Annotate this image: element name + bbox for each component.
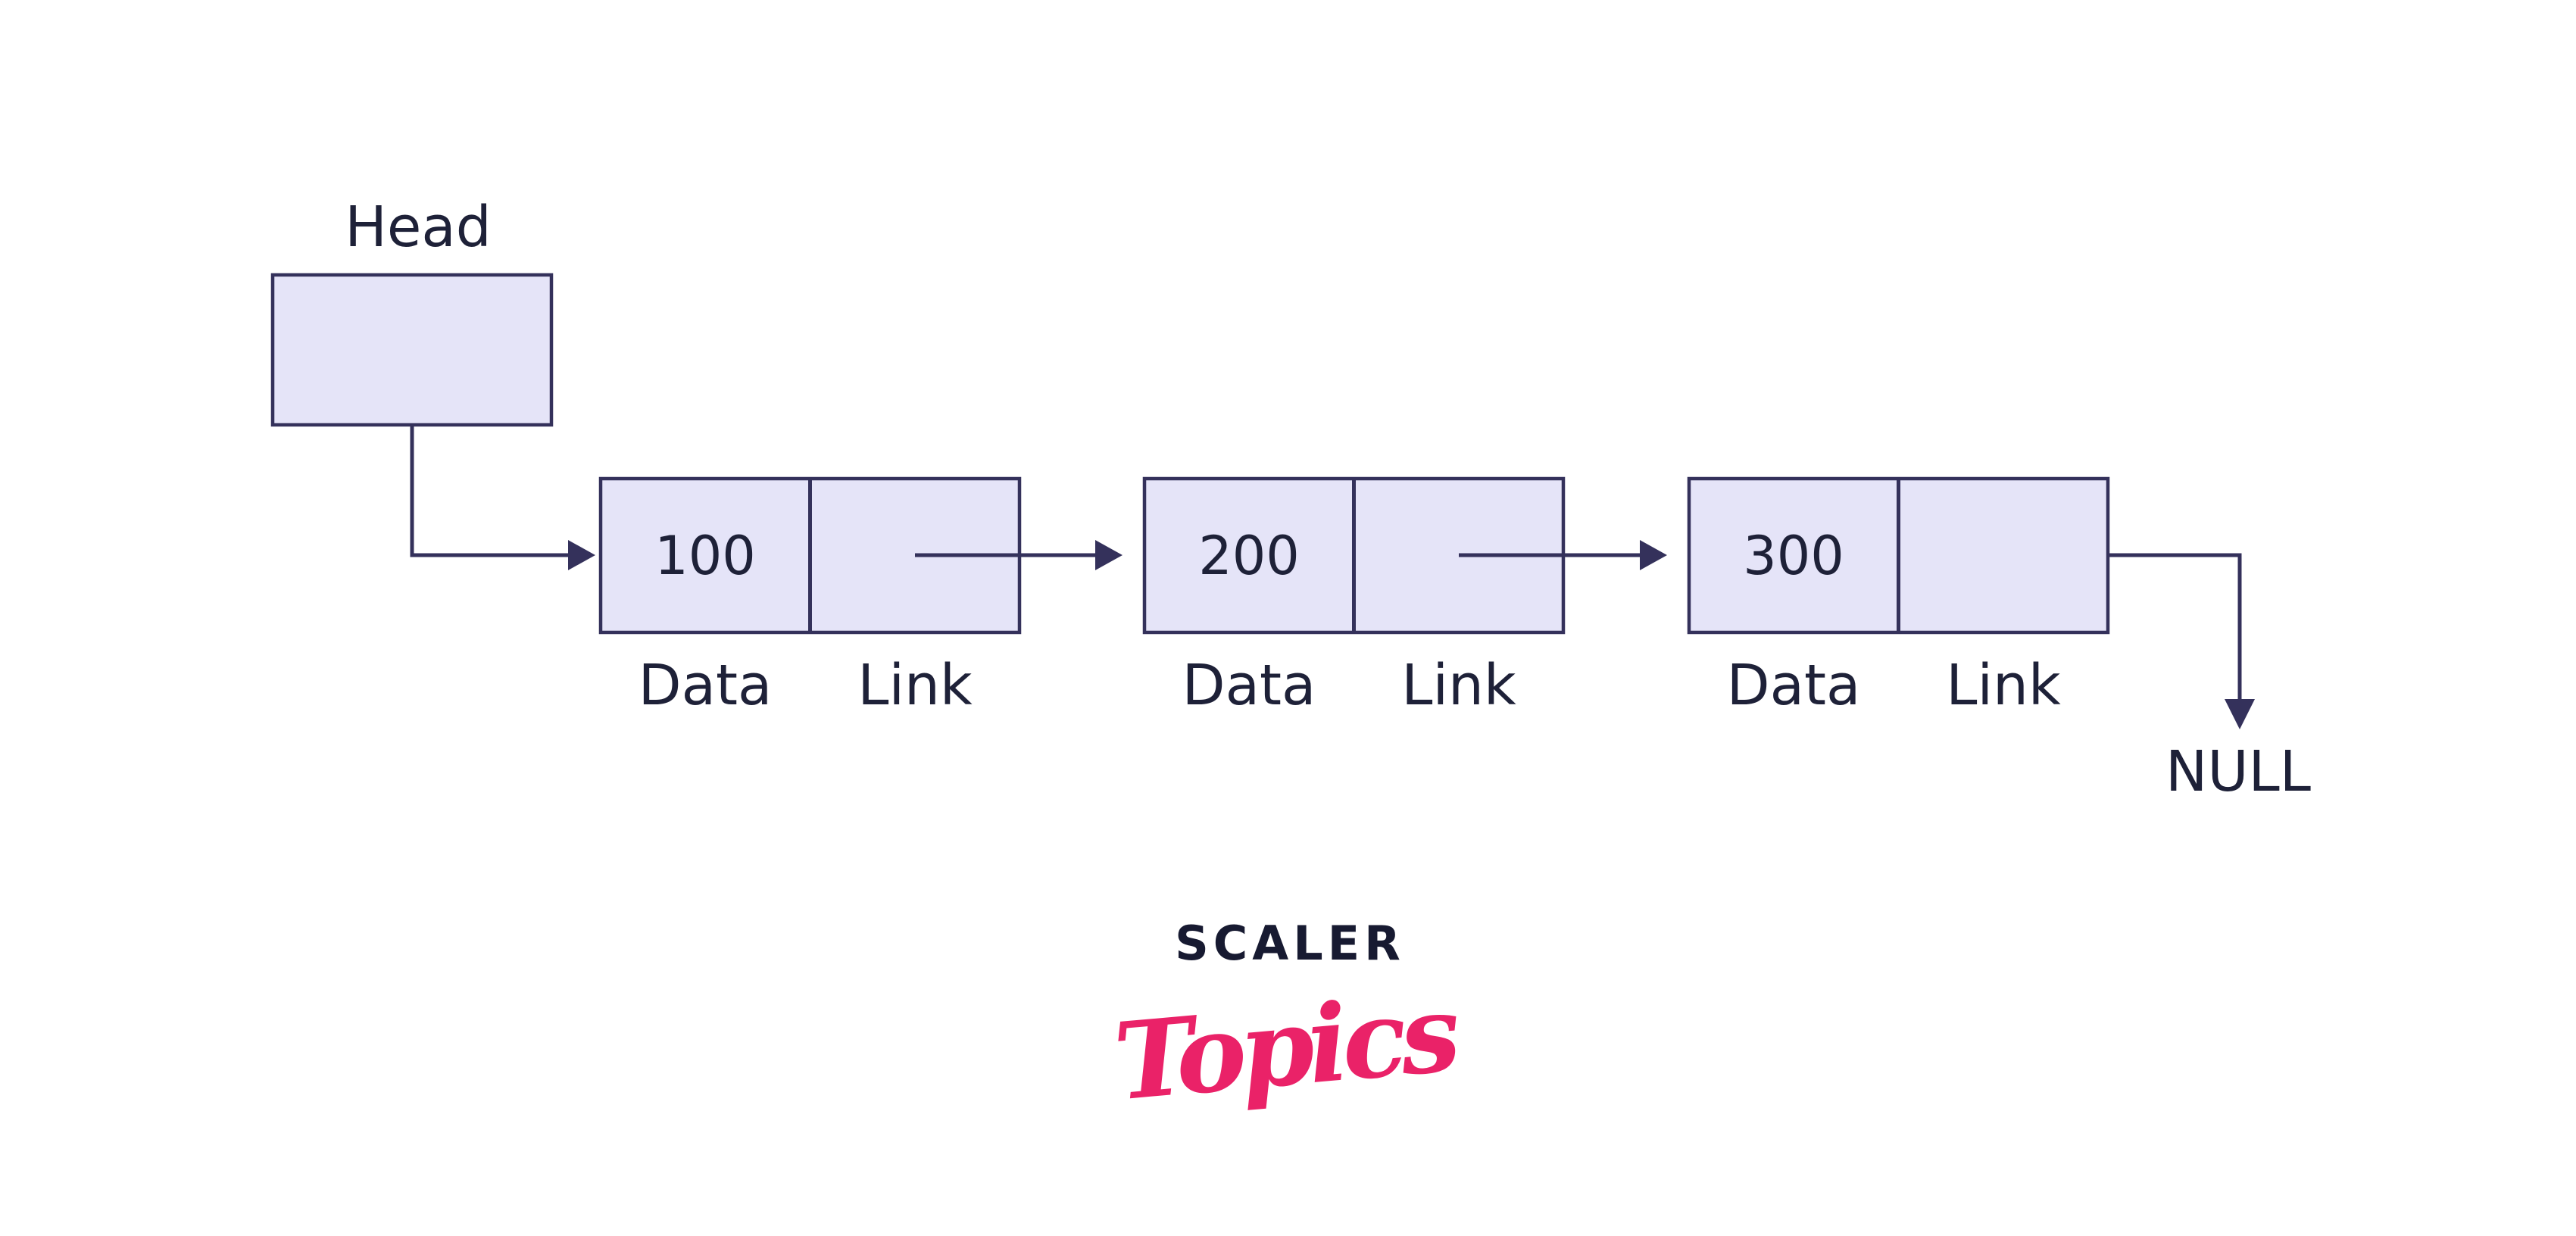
node-1-value: 100 [654,525,756,587]
node3-to-null-arrowhead-icon [2225,699,2255,729]
scaler-topics-logo: SCALER Topics [1110,916,1463,1125]
node1-to-node2-arrowhead-icon [1095,540,1123,570]
head-label: Head [345,195,492,260]
node2-to-node3-arrowhead-icon [1640,540,1667,570]
node-2: 200 Data Link [1142,476,1566,718]
node-3: 300 Data Link [1687,476,2110,718]
node-3-data-label: Data [1727,653,1861,718]
node-1: 100 Data Link [598,476,1022,718]
node-2-data-label: Data [1182,653,1316,718]
head-box [270,273,554,427]
node-3-value: 300 [1743,525,1844,587]
node-2-value: 200 [1198,525,1300,587]
node-2-link-label: Link [1401,653,1516,718]
null-label: NULL [2165,739,2311,804]
node-1-link-label: Link [857,653,973,718]
head-to-node1-arrow [410,425,568,557]
node3-to-null-arrow [2108,553,2242,701]
node-1-data-label: Data [639,653,773,718]
logo-subbrand-text: Topics [1110,971,1463,1125]
head-to-node1-arrowhead-icon [568,540,595,570]
node-3-link-label: Link [1946,653,2061,718]
logo-brand-text: SCALER [1175,916,1405,971]
